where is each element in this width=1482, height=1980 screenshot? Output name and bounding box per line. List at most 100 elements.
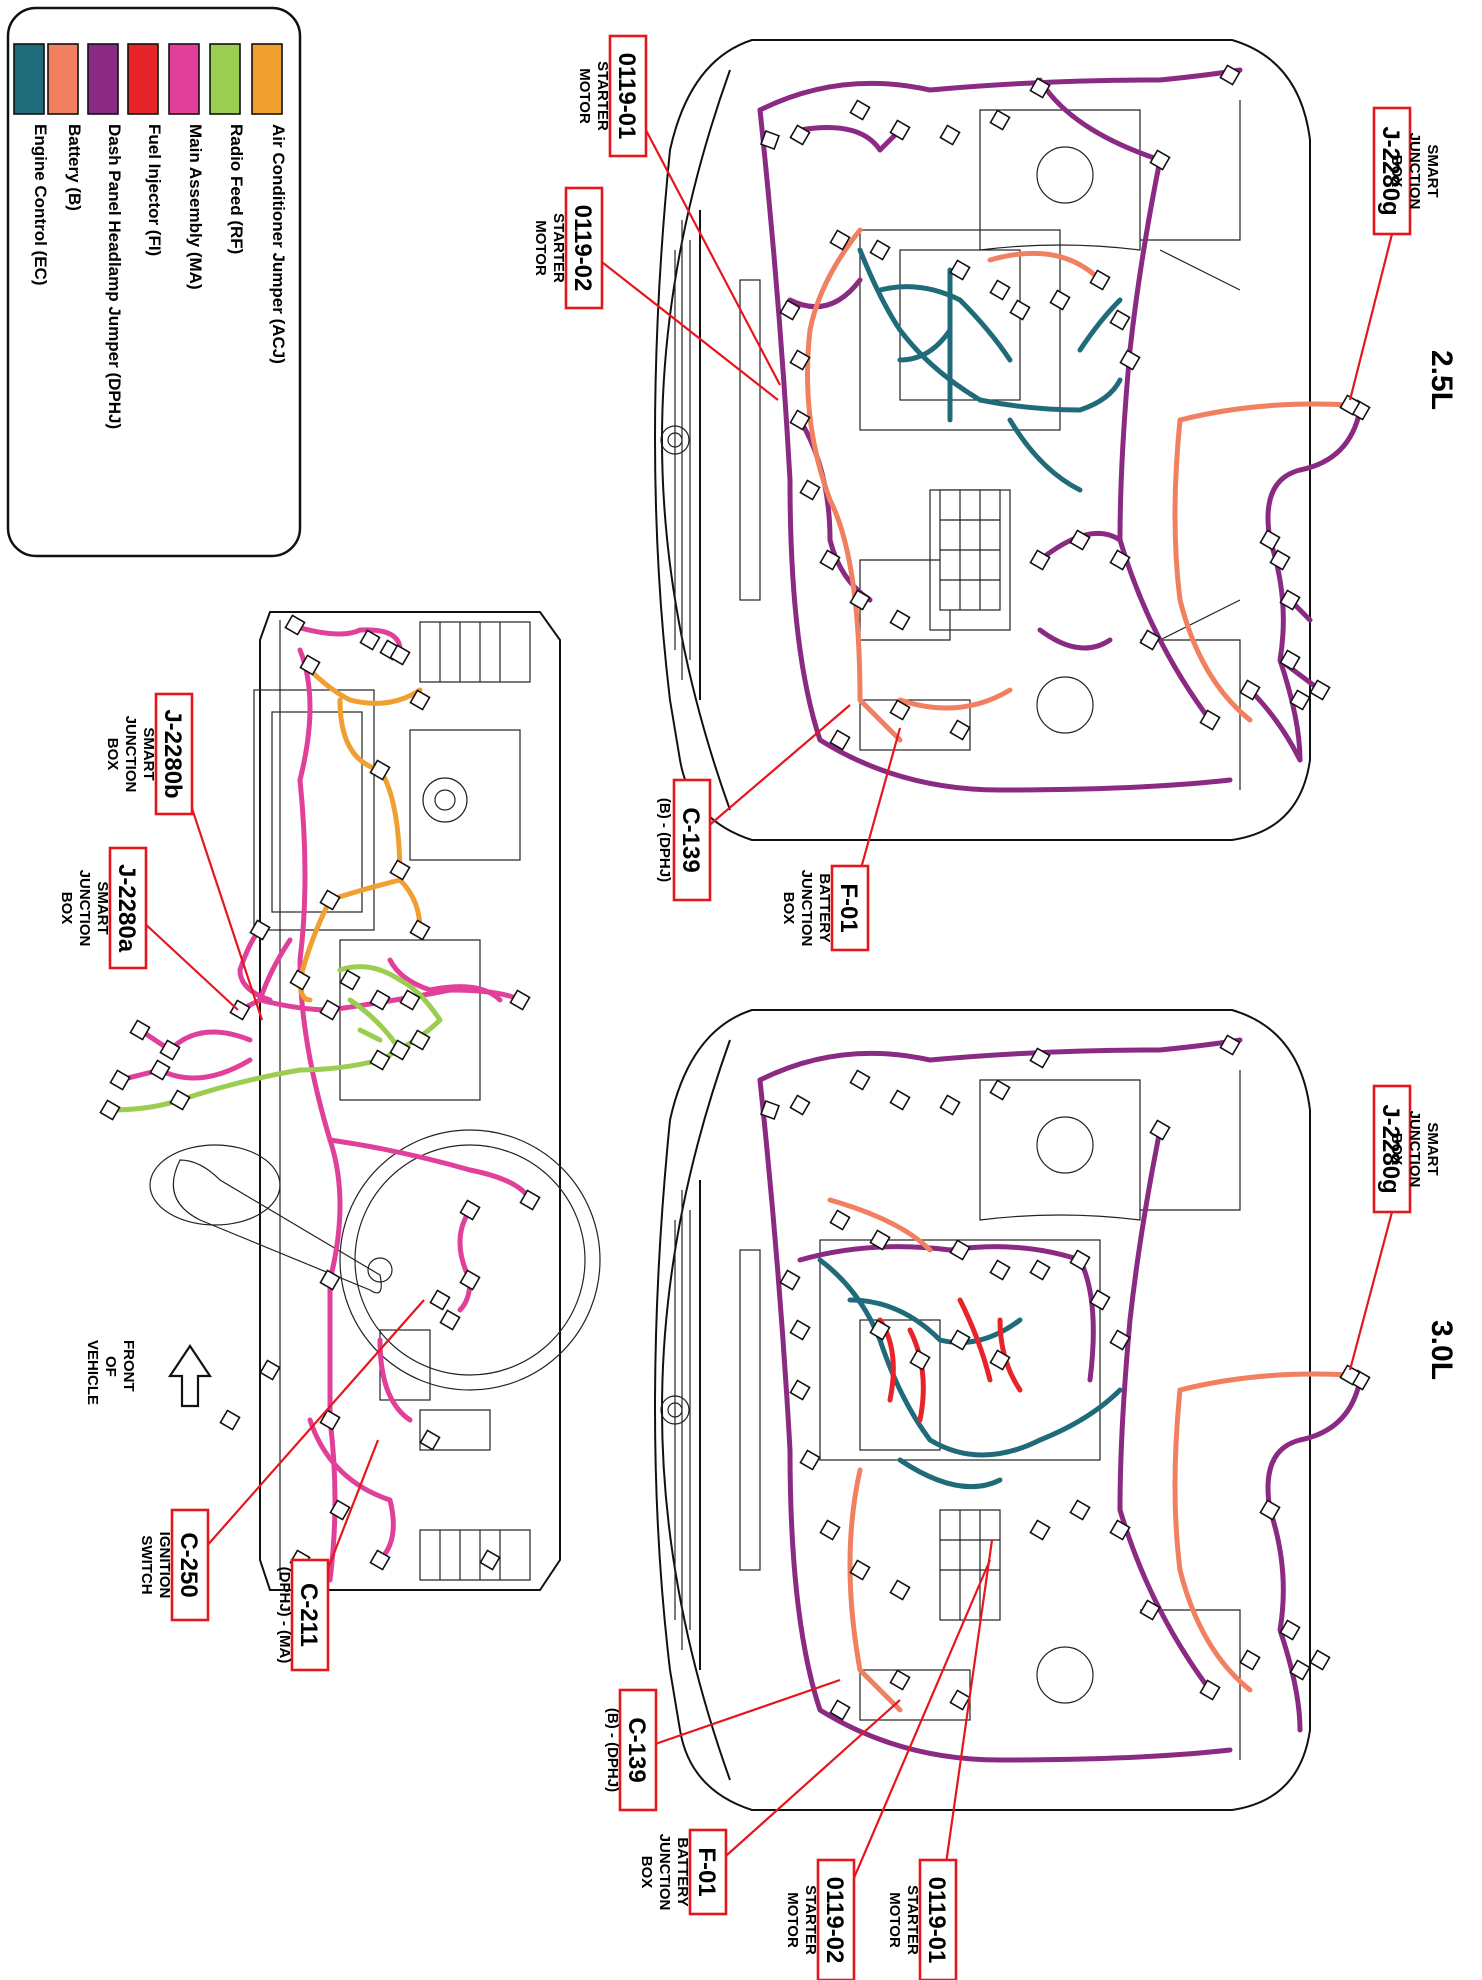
connector [319, 1269, 341, 1291]
connector [1309, 1649, 1331, 1671]
connector [789, 124, 811, 146]
connector [1009, 299, 1031, 321]
connector [1029, 549, 1051, 571]
connector [1109, 309, 1131, 331]
leader-line [583, 247, 779, 401]
legend-label-1: Battery (B) [65, 124, 84, 211]
connector [1339, 1364, 1361, 1386]
connector [319, 889, 341, 911]
connector [1339, 394, 1361, 416]
callout-desc-line: (B) - (DPHJ) [604, 1708, 621, 1792]
connector [949, 1239, 971, 1261]
callout-desc-line: (DPHJ) - (MA) [276, 1567, 293, 1664]
connector [509, 989, 531, 1011]
connector [229, 999, 251, 1021]
leader-line [637, 1678, 841, 1752]
callout-id: J-2280g [1377, 126, 1404, 215]
connector [249, 919, 271, 941]
connector [1029, 1259, 1051, 1281]
leader-line [691, 704, 851, 841]
connector [369, 989, 391, 1011]
callout-desc-line: SWITCH [138, 1535, 155, 1594]
connector [409, 919, 431, 941]
connector [939, 124, 961, 146]
connector [829, 1209, 851, 1231]
connector [1029, 1047, 1051, 1069]
legend: Engine Control (EC)Battery (B)Dash Panel… [6, 6, 302, 558]
legend-swatch-2 [87, 43, 119, 115]
legend-swatch-1 [47, 43, 79, 115]
legend-swatch-3 [127, 43, 159, 115]
legend-swatch-4 [168, 43, 200, 115]
connector [989, 109, 1011, 131]
connector [319, 1409, 341, 1431]
callout-box [108, 846, 148, 970]
callout-desc-line: IGNITION [156, 1532, 173, 1599]
svg-text:FRONT: FRONT [120, 1340, 137, 1392]
callout-id: 0119-01 [923, 1877, 950, 1964]
callout-desc-line: MOTOR [886, 1892, 903, 1948]
connector [909, 1349, 931, 1371]
connector [989, 1079, 1011, 1101]
callout-desc-line: BOX [1388, 155, 1405, 188]
connector [1259, 529, 1281, 551]
connector [459, 1269, 481, 1291]
connector [889, 699, 911, 721]
legend-label-4: Main Assembly (MA) [186, 124, 205, 290]
callout-desc-line: JUNCTION [76, 870, 93, 947]
callout-desc-line: BOX [104, 738, 121, 771]
connector [1089, 1289, 1111, 1311]
callout-id: C-139 [677, 807, 704, 872]
callout-box [608, 34, 648, 158]
connector [1069, 1249, 1091, 1271]
connector [409, 689, 431, 711]
connector [1089, 269, 1111, 291]
connector [369, 1049, 391, 1071]
connector [1279, 589, 1301, 611]
connector [849, 1069, 871, 1091]
callout-desc-line: JUNCTION [656, 1834, 673, 1911]
connector [949, 719, 971, 741]
connector [1219, 64, 1241, 86]
callout-desc-line: SMART [1424, 144, 1441, 197]
connector [1109, 1519, 1131, 1541]
connector [949, 1329, 971, 1351]
engine-label-3-0l: 3.0L [1425, 1320, 1458, 1380]
connector [439, 1309, 461, 1331]
connector [299, 654, 321, 676]
callout-desc-line: SMART [1424, 1122, 1441, 1175]
connector [429, 1289, 451, 1311]
svg-text:OF: OF [102, 1356, 119, 1377]
connector [889, 1579, 911, 1601]
connector [1279, 649, 1301, 671]
connector [799, 1449, 821, 1471]
legend-swatch-6 [251, 43, 283, 115]
legend-label-6: Air Conditioner Jumper (ACJ) [269, 124, 288, 364]
connector [789, 409, 811, 431]
connector [159, 1039, 181, 1061]
callout-box [1372, 106, 1412, 236]
connector [149, 1059, 171, 1081]
connector [789, 1319, 811, 1341]
connector [889, 1669, 911, 1691]
connector [1109, 549, 1131, 571]
leader-line [1348, 233, 1394, 401]
connector [369, 1549, 391, 1571]
connector [789, 349, 811, 371]
legend-label-2: Dash Panel Headlamp Jumper (DPHJ) [105, 124, 124, 429]
connector [1069, 1499, 1091, 1521]
callout-desc-line: STARTER [594, 61, 611, 131]
connector [519, 1189, 541, 1211]
connector [989, 279, 1011, 301]
connector [789, 1094, 811, 1116]
connector [989, 1259, 1011, 1281]
callout-desc-line: JUNCTION [122, 716, 139, 793]
engine-bay-2-5l [654, 39, 1371, 841]
callout-box [830, 864, 870, 952]
callout-id: J-2280b [159, 709, 186, 798]
connector [389, 859, 411, 881]
callout-box [618, 1688, 658, 1812]
